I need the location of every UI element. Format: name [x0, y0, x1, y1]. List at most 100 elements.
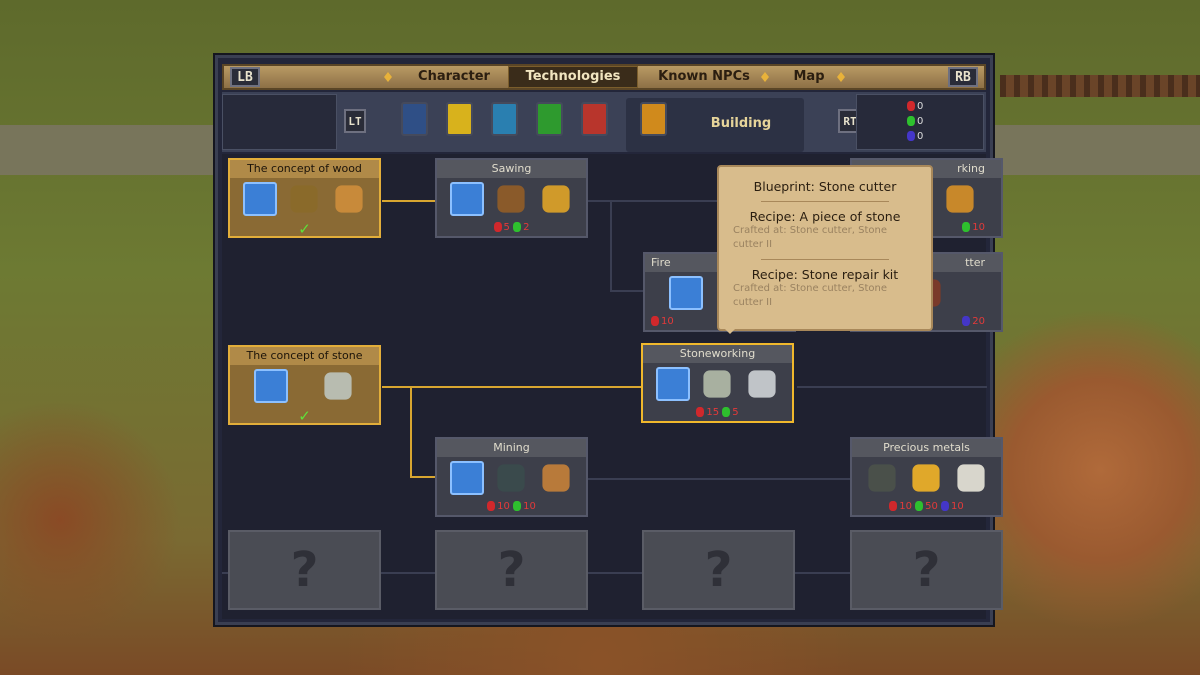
cost-value: 15 — [706, 407, 720, 418]
node-title: The concept of stone — [230, 347, 379, 365]
divider — [760, 201, 890, 202]
tab-character[interactable]: Character — [418, 69, 490, 84]
plank-icon[interactable] — [335, 185, 363, 213]
stone-block-icon[interactable] — [703, 370, 732, 398]
red-gem-icon — [889, 501, 898, 511]
coal-icon[interactable] — [497, 464, 526, 492]
leaf-book-icon[interactable] — [536, 102, 563, 136]
research-points: 0 — [907, 129, 923, 144]
boards-icon[interactable] — [497, 185, 526, 213]
locked-node[interactable]: ? — [435, 530, 588, 610]
points-value: 0 — [917, 116, 924, 127]
diamond-icon — [761, 72, 769, 82]
red-gem-icon — [696, 407, 705, 417]
tooltip-title: Blueprint: Stone cutter — [753, 179, 897, 194]
locked-node[interactable]: ? — [228, 530, 381, 610]
cost-value: 10 — [951, 501, 964, 512]
green-gem-icon — [513, 501, 522, 511]
node-title: The concept of wood — [230, 160, 379, 178]
tooltip-recipe-sub: Crafted at: Stone cutter, Stone cutter I… — [733, 225, 887, 250]
cost-value: 5 — [732, 407, 739, 418]
points-value: 0 — [917, 131, 924, 142]
log-icon[interactable] — [290, 185, 319, 213]
eye-book-icon[interactable] — [446, 102, 473, 136]
node-title: Stoneworking — [643, 345, 792, 363]
blue-gem-icon — [962, 316, 971, 326]
rb-button[interactable]: RB — [948, 67, 978, 87]
tooltip: Blueprint: Stone cutter Recipe: A piece … — [717, 165, 933, 334]
fence — [1000, 75, 1200, 97]
blueprint-icon[interactable] — [656, 367, 691, 401]
lb-button[interactable]: LB — [230, 67, 260, 87]
stone-cutter-icon[interactable] — [748, 370, 776, 398]
category-label: Building — [710, 116, 772, 131]
node-costs: 10 10 — [437, 501, 586, 515]
research-points: 0 — [907, 114, 923, 129]
cost-value: 10 — [972, 222, 985, 233]
tooltip-recipe-sub: Crafted at: Stone cutter, Stone cutter I… — [733, 283, 887, 308]
tooltip-recipe: Recipe: A piece of stone — [749, 209, 901, 224]
tech-node[interactable]: The concept of wood ✓ — [228, 158, 381, 238]
gem-icon — [907, 116, 915, 126]
locked-node[interactable]: ? — [642, 530, 795, 610]
red-gem-icon — [493, 222, 502, 232]
blueprint-icon[interactable] — [669, 276, 704, 310]
blueprint-icon[interactable] — [450, 461, 485, 495]
gem-icon — [907, 131, 915, 141]
stone-icon[interactable] — [324, 372, 352, 400]
green-gem-icon — [962, 222, 971, 232]
iron-ore-icon[interactable] — [542, 464, 570, 492]
cost-value: 10 — [523, 501, 536, 512]
tab-bar: LB Character Technologies Known NPCs Map… — [222, 64, 986, 90]
gem-icon — [907, 101, 915, 111]
node-costs: 10 — [852, 222, 1001, 236]
feather-book-icon[interactable] — [491, 102, 518, 136]
red-gem-icon — [487, 501, 496, 511]
diamond-icon — [384, 72, 392, 82]
green-gem-icon — [722, 407, 731, 417]
building-book-icon — [640, 102, 667, 136]
tab-technologies[interactable]: Technologies — [508, 66, 638, 88]
skull-book-icon[interactable] — [401, 102, 428, 136]
blueprint-icon[interactable] — [243, 182, 278, 216]
node-costs: 10 — [645, 316, 794, 330]
tooltip-recipe: Recipe: Stone repair kit — [751, 267, 899, 282]
green-gem-icon — [915, 501, 924, 511]
silver-icon[interactable] — [957, 464, 985, 492]
blue-gem-icon — [941, 501, 950, 511]
toolbox-icon[interactable] — [946, 185, 974, 213]
active-category[interactable]: Building — [626, 98, 804, 152]
gold-nugget-icon[interactable] — [912, 464, 941, 492]
checkmark-icon: ✓ — [298, 220, 311, 238]
red-book-icon[interactable] — [581, 102, 608, 136]
red-gem-icon — [651, 316, 659, 326]
cost-value: 10 — [899, 501, 912, 512]
stump-icon[interactable] — [542, 185, 570, 213]
tech-node[interactable]: Stoneworking 15 5 — [641, 343, 794, 423]
tab-known-npcs[interactable]: Known NPCs — [658, 69, 750, 84]
cost-value: 5 — [503, 222, 510, 233]
node-costs: 15 5 — [643, 407, 792, 421]
cost-value: 2 — [523, 222, 530, 233]
blueprint-icon[interactable] — [450, 182, 485, 216]
locked-node[interactable]: ? — [850, 530, 1003, 610]
lt-button[interactable]: LT — [344, 109, 366, 133]
tech-node[interactable]: The concept of stone✓ — [228, 345, 381, 425]
cost-value: 50 — [925, 501, 938, 512]
node-costs: 10 50 10 — [852, 501, 1001, 515]
cobblestone-road — [0, 125, 215, 175]
technologies-panel: LB Character Technologies Known NPCs Map… — [215, 55, 1003, 625]
cost-value: 20 — [972, 316, 985, 327]
research-points: 0 — [907, 99, 923, 114]
cobblestone-road — [993, 125, 1200, 175]
tech-node[interactable]: Precious metals 10 50 10 — [850, 437, 1003, 517]
node-costs: 20 — [852, 316, 1001, 330]
tab-map[interactable]: Map — [793, 69, 825, 84]
silver-ore-icon[interactable] — [868, 464, 896, 492]
green-gem-icon — [513, 222, 522, 232]
blueprint-icon[interactable] — [254, 369, 289, 403]
divider — [760, 259, 890, 260]
node-title: Precious metals — [852, 439, 1001, 457]
